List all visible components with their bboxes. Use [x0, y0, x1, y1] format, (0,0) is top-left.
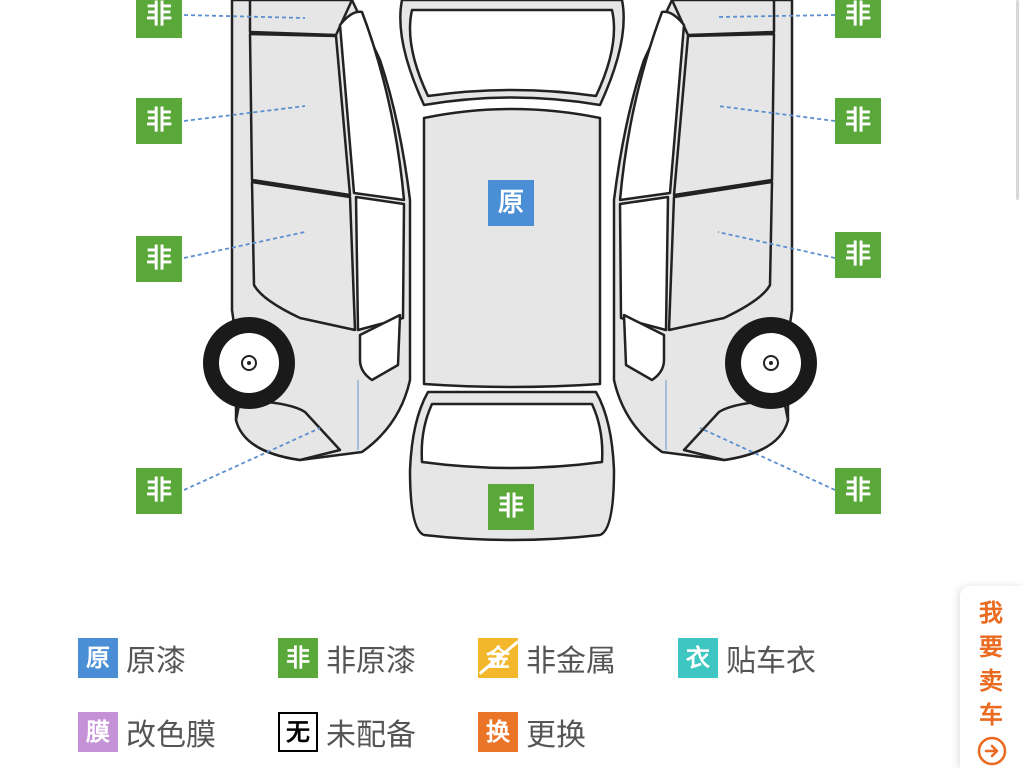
rear-window	[420, 402, 604, 470]
right-rear-quarter-glass	[622, 313, 666, 382]
right-front-door-panel	[672, 32, 776, 197]
legend-item-replaced: 换 更换	[478, 712, 586, 753]
badge-left-front-fender[interactable]: 非	[136, 0, 182, 38]
badge-trunk[interactable]: 非	[488, 484, 534, 530]
legend-label: 更换	[526, 718, 586, 753]
arrow-right-circle-icon	[977, 736, 1007, 766]
left-front-fender-panel	[248, 0, 354, 37]
legend-label: 非原漆	[326, 644, 416, 679]
non-metal-icon: 金	[478, 638, 518, 678]
roof-panel	[422, 107, 602, 389]
replaced-icon: 换	[478, 712, 518, 752]
scrollbar-thumb[interactable]	[1016, 0, 1019, 200]
legend-item-not-equipped: 无 未配备	[278, 712, 416, 753]
non-original-paint-icon: 非	[278, 638, 318, 678]
left-wheel-icon	[203, 317, 295, 409]
legend-label: 原漆	[126, 644, 186, 679]
legend-item-wrap: 衣 贴车衣	[678, 638, 816, 679]
right-wheel-icon	[725, 317, 817, 409]
legend-item-original: 原 原漆	[78, 638, 186, 679]
right-window-rear	[618, 195, 670, 332]
legend-item-non-metal: 金 非金属	[478, 638, 616, 679]
badge-right-rear-door[interactable]: 非	[835, 232, 881, 278]
badge-right-rear-fender[interactable]: 非	[835, 468, 881, 514]
windshield-inner	[408, 8, 616, 98]
legend-label: 未配备	[326, 718, 416, 753]
badge-left-front-door[interactable]: 非	[136, 98, 182, 144]
left-front-door-panel	[248, 32, 352, 197]
badge-left-rear-door[interactable]: 非	[136, 236, 182, 282]
original-paint-icon: 原	[78, 638, 118, 678]
legend-item-non-original: 非 非原漆	[278, 638, 416, 679]
right-window-front	[618, 10, 686, 202]
car-body-diagram	[183, 0, 836, 542]
legend-label: 改色膜	[126, 718, 216, 753]
right-rear-door-panel	[667, 180, 774, 332]
badge-right-front-door[interactable]: 非	[835, 98, 881, 144]
badge-right-front-fender[interactable]: 非	[835, 0, 881, 38]
legend-label: 非金属	[526, 644, 616, 679]
left-window-rear	[354, 195, 406, 332]
legend-item-color-film: 膜 改色膜	[78, 712, 216, 753]
sell-car-label: 我要卖车	[979, 599, 1003, 729]
car-wrap-icon: 衣	[678, 638, 718, 678]
not-equipped-icon: 无	[278, 712, 318, 752]
badge-left-rear-fender[interactable]: 非	[136, 468, 182, 514]
left-window-front	[338, 10, 406, 202]
badge-roof[interactable]: 原	[488, 180, 534, 226]
left-rear-door-panel	[250, 180, 357, 332]
legend-label: 贴车衣	[726, 644, 816, 679]
left-rear-quarter-glass	[358, 313, 402, 382]
color-film-icon: 膜	[78, 712, 118, 752]
sell-car-button[interactable]: 我要卖车	[960, 586, 1024, 768]
